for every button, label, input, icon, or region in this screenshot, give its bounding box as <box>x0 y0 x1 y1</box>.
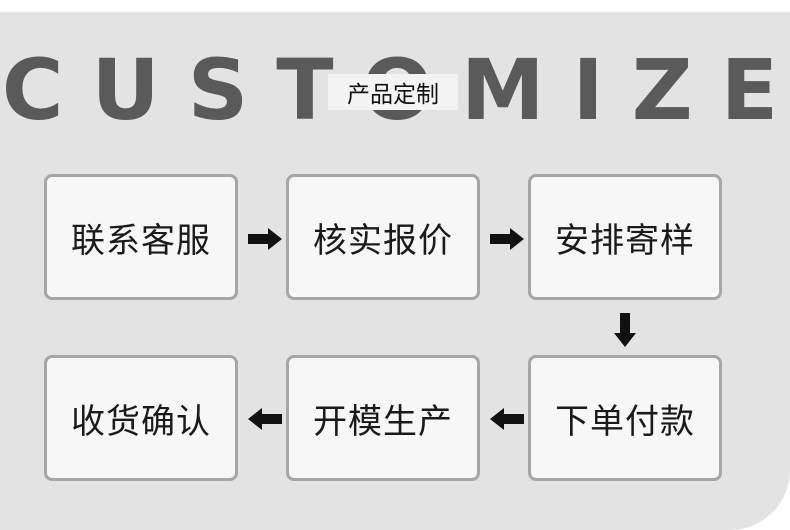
step-contact-service: 联系客服 <box>44 174 238 300</box>
arrow-right-icon <box>490 228 524 250</box>
arrow-left-icon <box>490 408 524 430</box>
step-confirm-receipt: 收货确认 <box>44 355 238 481</box>
step-verify-quote: 核实报价 <box>286 174 480 300</box>
arrow-right-icon <box>248 228 282 250</box>
page-subtitle: 产品定制 <box>328 74 458 110</box>
step-place-order: 下单付款 <box>528 355 722 481</box>
arrow-down-icon <box>614 313 636 347</box>
arrow-left-icon <box>248 408 282 430</box>
step-arrange-sample: 安排寄样 <box>528 174 722 300</box>
step-mold-production: 开模生产 <box>286 355 480 481</box>
